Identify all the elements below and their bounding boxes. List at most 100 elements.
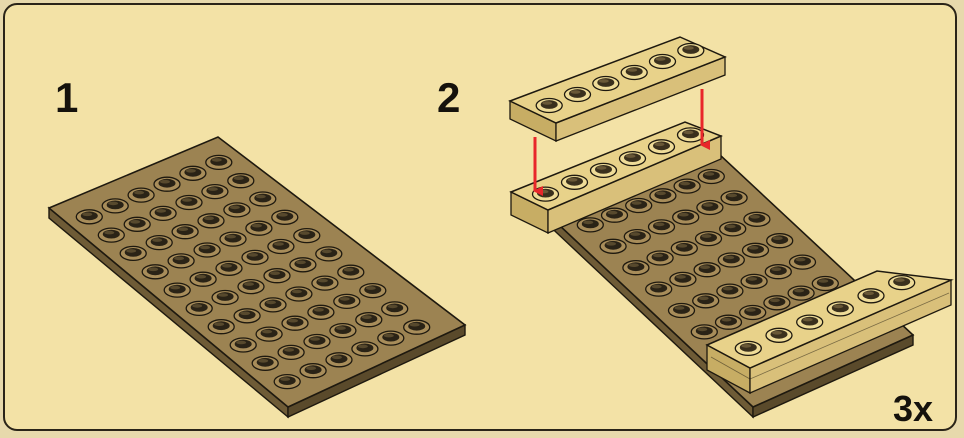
stud bbox=[308, 305, 334, 319]
stud bbox=[735, 341, 761, 355]
stud bbox=[593, 77, 619, 91]
stud bbox=[827, 302, 853, 316]
stud bbox=[360, 284, 386, 298]
stud bbox=[591, 163, 617, 177]
stud bbox=[766, 328, 792, 342]
stud bbox=[352, 342, 378, 356]
stud bbox=[312, 276, 338, 290]
stud bbox=[338, 265, 364, 279]
stud bbox=[326, 353, 352, 367]
stud bbox=[220, 232, 246, 246]
stud bbox=[623, 261, 649, 275]
stud bbox=[720, 222, 746, 236]
stud bbox=[224, 203, 250, 217]
stud bbox=[889, 276, 915, 290]
stud bbox=[180, 166, 206, 180]
stud bbox=[647, 251, 673, 265]
stud bbox=[76, 210, 102, 224]
stud bbox=[356, 313, 382, 327]
stud bbox=[316, 247, 342, 261]
stud bbox=[696, 232, 722, 246]
stud bbox=[120, 246, 146, 260]
stud bbox=[790, 255, 816, 269]
stud bbox=[142, 265, 168, 279]
stud bbox=[577, 218, 603, 232]
stud bbox=[202, 185, 228, 199]
stud bbox=[602, 208, 628, 222]
stud bbox=[765, 265, 791, 279]
stud bbox=[626, 199, 652, 213]
stud bbox=[250, 192, 276, 206]
stud bbox=[234, 309, 260, 323]
stud bbox=[764, 296, 790, 310]
stud bbox=[378, 331, 404, 345]
assembly-scene bbox=[5, 5, 957, 431]
stud bbox=[286, 287, 312, 301]
instruction-panel: 1 2 3x bbox=[3, 3, 957, 431]
stud bbox=[650, 189, 676, 203]
stud bbox=[256, 327, 282, 341]
stud bbox=[198, 214, 224, 228]
stud bbox=[621, 66, 647, 80]
stud bbox=[268, 240, 294, 254]
stud bbox=[212, 291, 238, 305]
stud bbox=[154, 177, 180, 191]
stud bbox=[646, 282, 672, 296]
stud bbox=[673, 210, 699, 224]
stud bbox=[678, 128, 704, 142]
stud bbox=[649, 220, 675, 234]
stud bbox=[330, 324, 356, 338]
stud bbox=[208, 320, 234, 334]
stud bbox=[216, 261, 242, 275]
stud bbox=[278, 345, 304, 359]
stud bbox=[404, 320, 430, 334]
stud bbox=[282, 316, 308, 330]
stud bbox=[691, 325, 717, 339]
stud bbox=[698, 170, 724, 184]
stud bbox=[176, 196, 202, 210]
stud bbox=[272, 210, 298, 224]
stud bbox=[172, 225, 198, 239]
stud bbox=[102, 199, 128, 213]
stud bbox=[565, 88, 591, 102]
stud bbox=[190, 272, 216, 286]
stud bbox=[744, 212, 770, 226]
stud bbox=[238, 280, 264, 294]
stud bbox=[536, 99, 562, 113]
stud bbox=[620, 152, 646, 166]
stud bbox=[797, 315, 823, 329]
stud bbox=[697, 201, 723, 215]
stud bbox=[717, 284, 743, 298]
step-1-plate bbox=[49, 137, 465, 417]
stud bbox=[858, 289, 884, 303]
stud bbox=[164, 283, 190, 297]
stud bbox=[186, 301, 212, 315]
stud bbox=[562, 175, 588, 189]
stud bbox=[206, 155, 232, 169]
stud bbox=[716, 315, 742, 329]
stud bbox=[812, 277, 838, 291]
stud bbox=[300, 364, 326, 378]
stud bbox=[294, 229, 320, 243]
stud bbox=[246, 221, 272, 235]
stud bbox=[242, 250, 268, 264]
stud bbox=[128, 188, 154, 202]
stud bbox=[767, 234, 793, 248]
stud bbox=[649, 140, 675, 154]
stud bbox=[740, 306, 766, 320]
stud bbox=[693, 294, 719, 308]
stud bbox=[252, 356, 278, 370]
stud bbox=[304, 335, 330, 349]
stud bbox=[650, 55, 676, 69]
stud bbox=[382, 302, 408, 316]
stud bbox=[260, 298, 286, 312]
stud bbox=[98, 228, 124, 242]
stud bbox=[290, 258, 316, 272]
stud bbox=[146, 236, 172, 250]
stud bbox=[168, 254, 194, 268]
stud bbox=[788, 286, 814, 300]
stud bbox=[334, 294, 360, 308]
stud bbox=[674, 179, 700, 193]
stud bbox=[264, 269, 290, 283]
